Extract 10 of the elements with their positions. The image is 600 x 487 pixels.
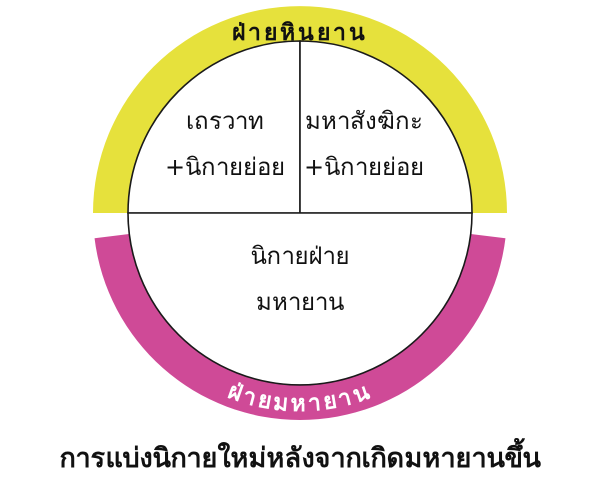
band-label: ฝ่ายมหายาน (224, 378, 376, 418)
segment-label: มหาสังฆิกะ +นิกายย่อย (302, 106, 426, 183)
segment-label: เถรวาท +นิกายย่อย (164, 106, 286, 183)
quarter-segment (300, 41, 472, 213)
semicircle-band (93, 213, 507, 420)
caption: การแบ่งนิกายใหม่หลังจากเกิดมหายานขึ้น (60, 436, 540, 479)
quarter-segment (128, 41, 300, 213)
semicircle-band (93, 6, 507, 213)
segment-label: นิกายฝ่ายมหายาน (250, 241, 350, 318)
band-label: ฝ่ายหินยาน (232, 19, 368, 48)
